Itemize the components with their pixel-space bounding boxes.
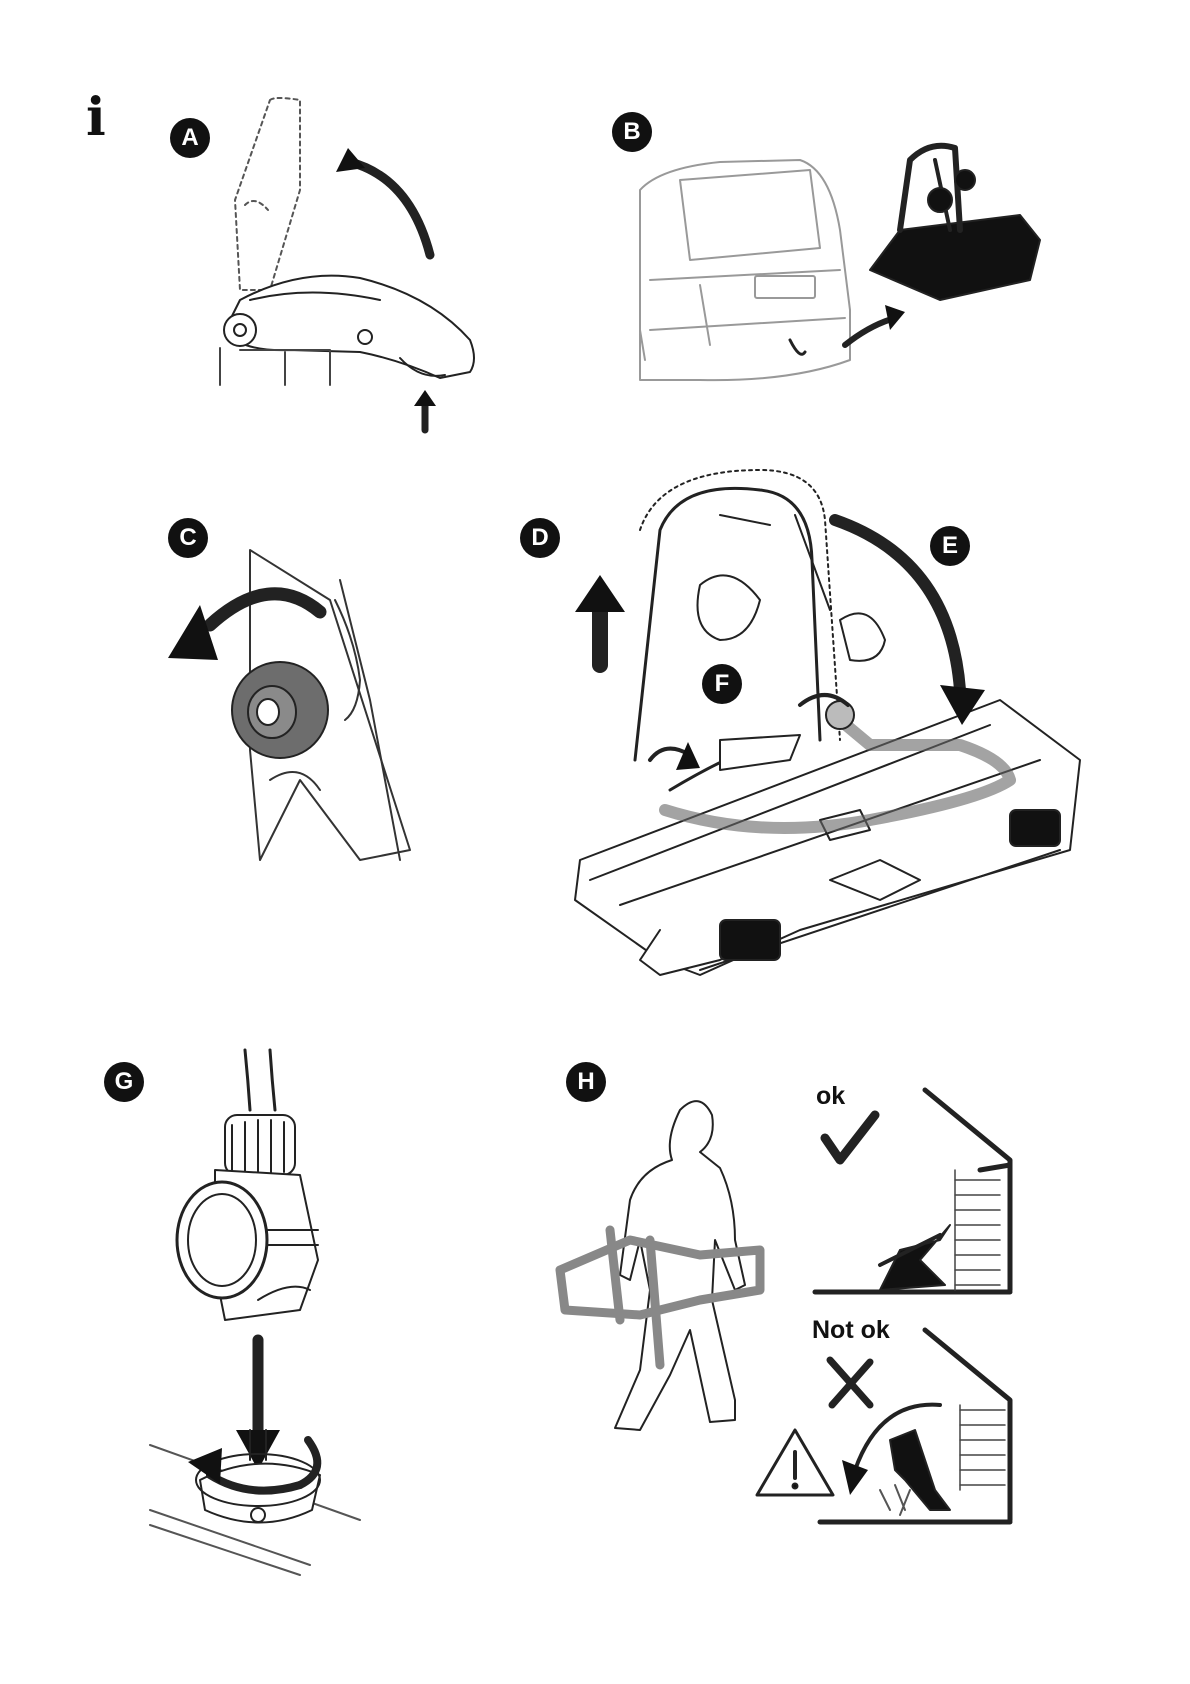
storage-ok-label: ok: [816, 1082, 845, 1111]
step-badge-a: A: [170, 118, 210, 158]
step-badge-e: E: [930, 526, 970, 566]
panel-h-storage-not-ok-illustration: [757, 1330, 1010, 1522]
step-badge-h: H: [566, 1062, 606, 1102]
panel-g-plug-illustration: [150, 1050, 360, 1575]
info-icon: i: [86, 92, 106, 144]
step-badge-b: B: [612, 112, 652, 152]
storage-not-ok-label: Not ok: [812, 1316, 890, 1345]
panel-c-knob-illustration: [168, 550, 410, 860]
step-badge-c: C: [168, 518, 208, 558]
step-badge-f: F: [702, 664, 742, 704]
panel-b-car-illustration: [640, 160, 850, 380]
panel-h-storage-ok-illustration: [815, 1090, 1010, 1292]
step-badge-g: G: [104, 1062, 144, 1102]
panel-d-carrier-illustration: [575, 470, 1080, 975]
step-badge-d: D: [520, 518, 560, 558]
panel-a-handle-illustration: [220, 98, 474, 430]
panel-b-carrier-illustration: [845, 146, 1040, 345]
panel-h-person-carrying-illustration: [560, 1101, 760, 1430]
